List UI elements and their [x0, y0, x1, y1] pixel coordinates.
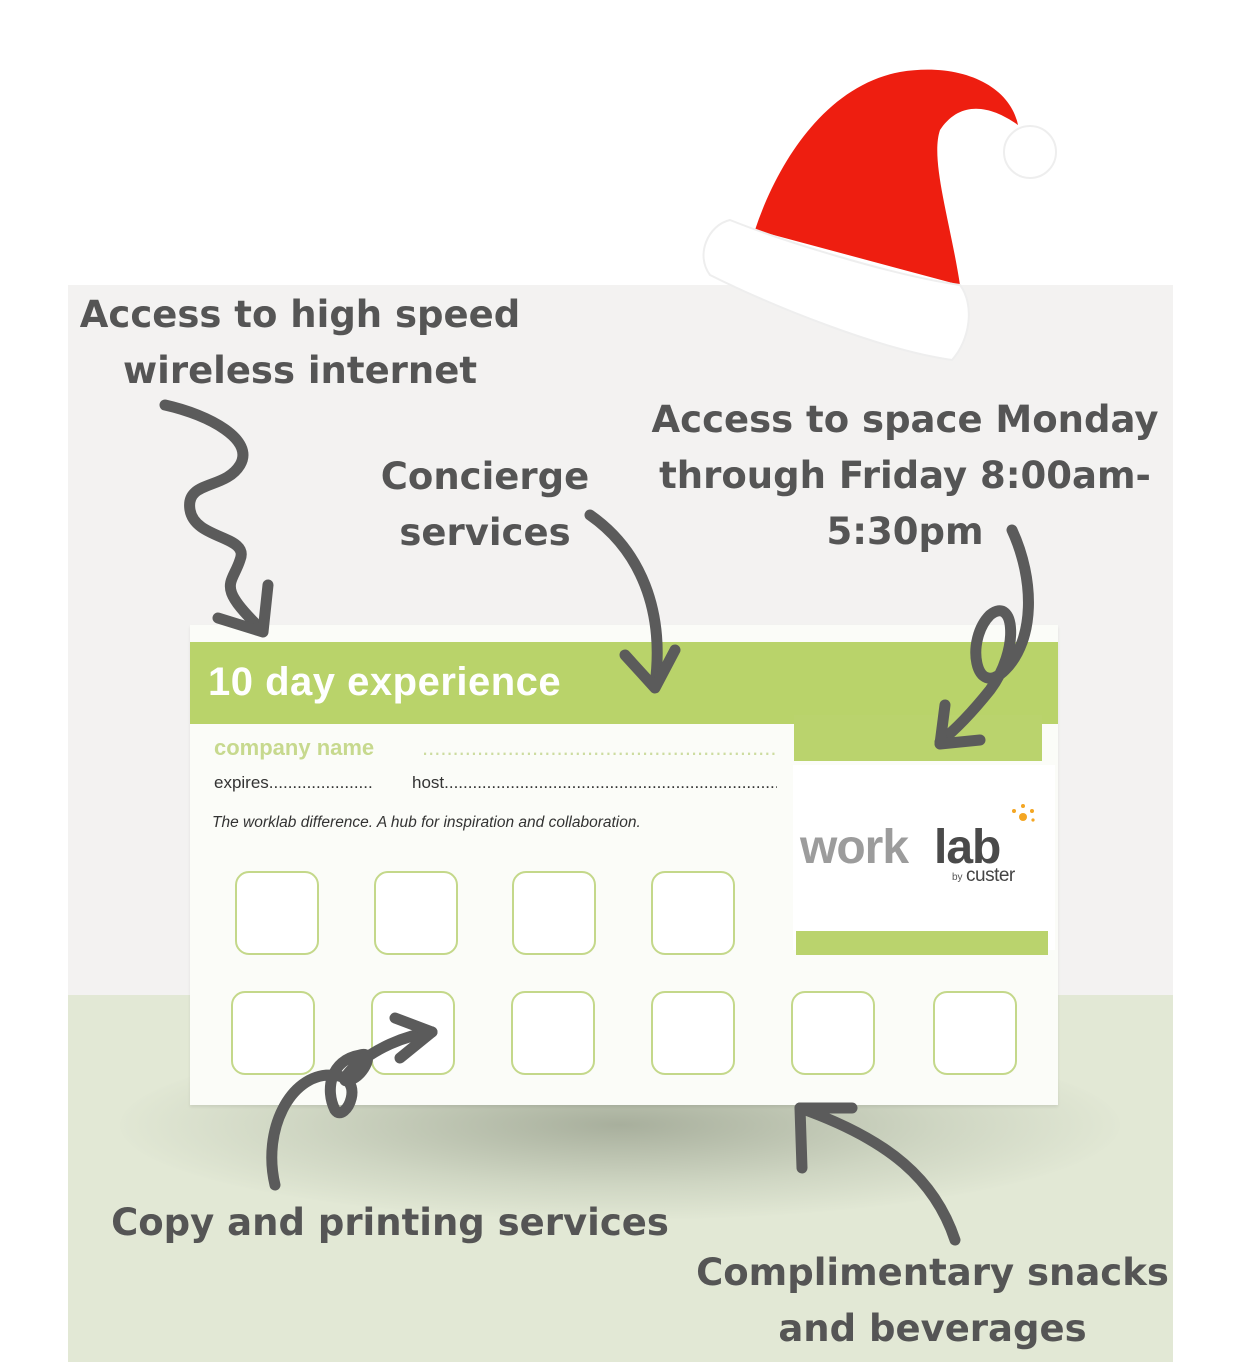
host-label: host....................................… — [412, 773, 777, 792]
card-header-bar: 10 day experience — [190, 642, 1058, 724]
worklab-logo: work lab by custer — [800, 804, 1035, 890]
stamp-box — [651, 871, 735, 955]
annotation-line: through Friday 8:00am- — [659, 454, 1151, 497]
annotation-line: 5:30pm — [826, 510, 984, 553]
card-tagline: The worklab difference. A hub for inspir… — [212, 814, 641, 831]
stamp-box — [231, 991, 315, 1075]
stamp-box — [371, 991, 455, 1075]
annotation-line: services — [399, 511, 571, 554]
company-name-line: ........................................… — [422, 735, 777, 760]
green-strip-top — [794, 715, 1042, 761]
annotation-line: Access to space Monday — [651, 398, 1159, 441]
stamp-box — [374, 871, 458, 955]
annotation-copy: Copy and printing services — [100, 1195, 680, 1251]
annotation-wifi: Access to high speed wireless internet — [60, 287, 540, 399]
green-strip-bottom — [796, 931, 1048, 955]
logo-custer-text: custer — [966, 865, 1015, 886]
stamp-box — [235, 871, 319, 955]
annotation-line: wireless internet — [122, 349, 478, 392]
annotation-line: Copy and printing services — [111, 1201, 669, 1244]
stamp-box — [933, 991, 1017, 1075]
santa-hat-icon — [702, 69, 1057, 362]
logo-work-text: work — [800, 821, 909, 874]
company-name-label: company name — [214, 735, 375, 760]
annotation-line: Complimentary snacks — [696, 1251, 1169, 1294]
annotation-line: Concierge — [380, 455, 590, 498]
annotation-concierge: Concierge services — [360, 449, 610, 561]
annotation-line: and beverages — [778, 1307, 1087, 1350]
annotation-snacks: Complimentary snacks and beverages — [690, 1245, 1175, 1357]
expires-label: expires...................... — [214, 773, 373, 792]
stamp-box — [511, 991, 595, 1075]
annotation-hours: Access to space Monday through Friday 8:… — [645, 392, 1165, 560]
sparkle-icon — [1012, 804, 1035, 822]
annotation-line: Access to high speed — [79, 293, 521, 336]
logo-by-text: by — [952, 872, 963, 883]
logo-panel — [793, 765, 1055, 950]
logo-lab-text: lab — [934, 821, 1001, 874]
stamp-box — [791, 991, 875, 1075]
experience-card: 10 day experience company name .........… — [190, 625, 1058, 1105]
stamp-box — [651, 991, 735, 1075]
stamp-box — [512, 871, 596, 955]
card-title: 10 day experience — [208, 660, 562, 704]
